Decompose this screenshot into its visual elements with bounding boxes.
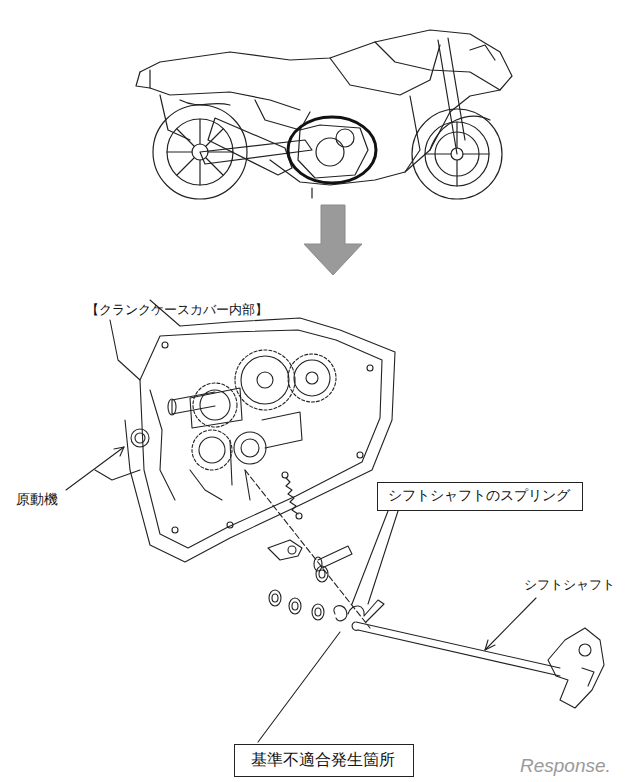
illustration-path [318,546,352,568]
callout-box: シフトシャフトのスプリング [377,482,583,511]
illustration-circle [288,546,296,554]
illustration-ellipse [289,598,301,614]
illustration-circle [235,350,295,410]
illustration-circle [162,342,168,348]
part-label: シフトシャフト [524,577,615,593]
illustration-path [311,188,312,198]
illustration-path [356,622,560,676]
illustration-path [172,392,215,414]
illustration-circle [227,522,233,528]
illustration-ellipse [312,604,324,620]
illustration-circle [199,437,225,463]
illustration-path [95,320,140,480]
illustration-ellipse [269,590,281,606]
illustration-path [430,116,490,150]
watermark: Response. [520,755,611,778]
box-text: 基準不適合発生箇所 [251,750,397,770]
illustration-path [330,45,440,95]
illustration-path [582,668,594,686]
illustration-circle [579,644,591,656]
illustration-circle [367,365,373,371]
crankcase-drawing [95,300,395,562]
illustration-path [470,45,495,60]
illustration-path [485,640,495,650]
highlight-circle [288,117,376,183]
illustration-path [125,300,395,562]
illustration-circle [131,429,149,447]
illustration-path [405,96,420,172]
illustration-ellipse [168,399,176,415]
illustration-circle [288,354,336,402]
illustration-path [140,330,382,548]
illustration-ellipse [315,608,321,616]
motorcycle-drawing [136,30,512,199]
illustration-ellipse [272,594,278,602]
illustration-path [368,511,398,604]
callout-box: 基準不適合発生箇所 [234,744,414,777]
illustration-path [548,628,604,708]
illustration-path [136,72,150,88]
illustration-circle [172,527,178,533]
illustration-path [485,598,536,650]
illustration-path [268,540,302,560]
illustration-path [375,42,500,90]
illustration-ellipse [292,602,298,610]
part-label: 原動機 [16,491,58,508]
illustration-path [66,447,124,490]
illustration-circle [234,432,266,464]
illustration-path [114,447,124,456]
illustration-path [230,440,250,500]
illustration-path [190,388,242,428]
illustration-ellipse [319,570,325,578]
illustration-path [140,30,512,185]
illustration-path [298,125,368,178]
illustration-circle [316,138,344,166]
illustration-path [245,470,370,628]
illustration-path [352,622,358,630]
pointer-arrow [304,205,362,275]
illustration-path [180,100,230,105]
illustration-path [334,606,347,621]
illustration-circle [282,472,288,478]
illustration-path [438,38,465,154]
illustration-circle [306,372,318,384]
illustration-circle [241,356,289,404]
illustration-path [150,70,300,110]
illustration-path [150,390,222,500]
illustration-path [208,118,292,175]
section-heading: 【クランクケースカバー内部】 [86,302,268,318]
illustration-path [262,412,302,448]
illustration-circle [336,129,354,147]
illustration-path [258,632,340,742]
engine-small [298,125,368,198]
illustration-circle [192,430,232,470]
illustration-circle [257,372,273,388]
illustration-path [286,478,298,514]
illustration-ellipse [316,566,328,582]
illustration-g [136,30,512,199]
box-text: シフトシャフトのスプリング [388,487,572,505]
illustration-circle [357,452,363,458]
illustration-circle [296,513,302,519]
illustration-path [200,140,312,164]
illustration-circle [294,360,330,396]
illustration-circle [135,433,145,443]
illustration-g [66,300,604,742]
illustration-path [348,600,384,622]
illustration-circle [241,439,259,457]
